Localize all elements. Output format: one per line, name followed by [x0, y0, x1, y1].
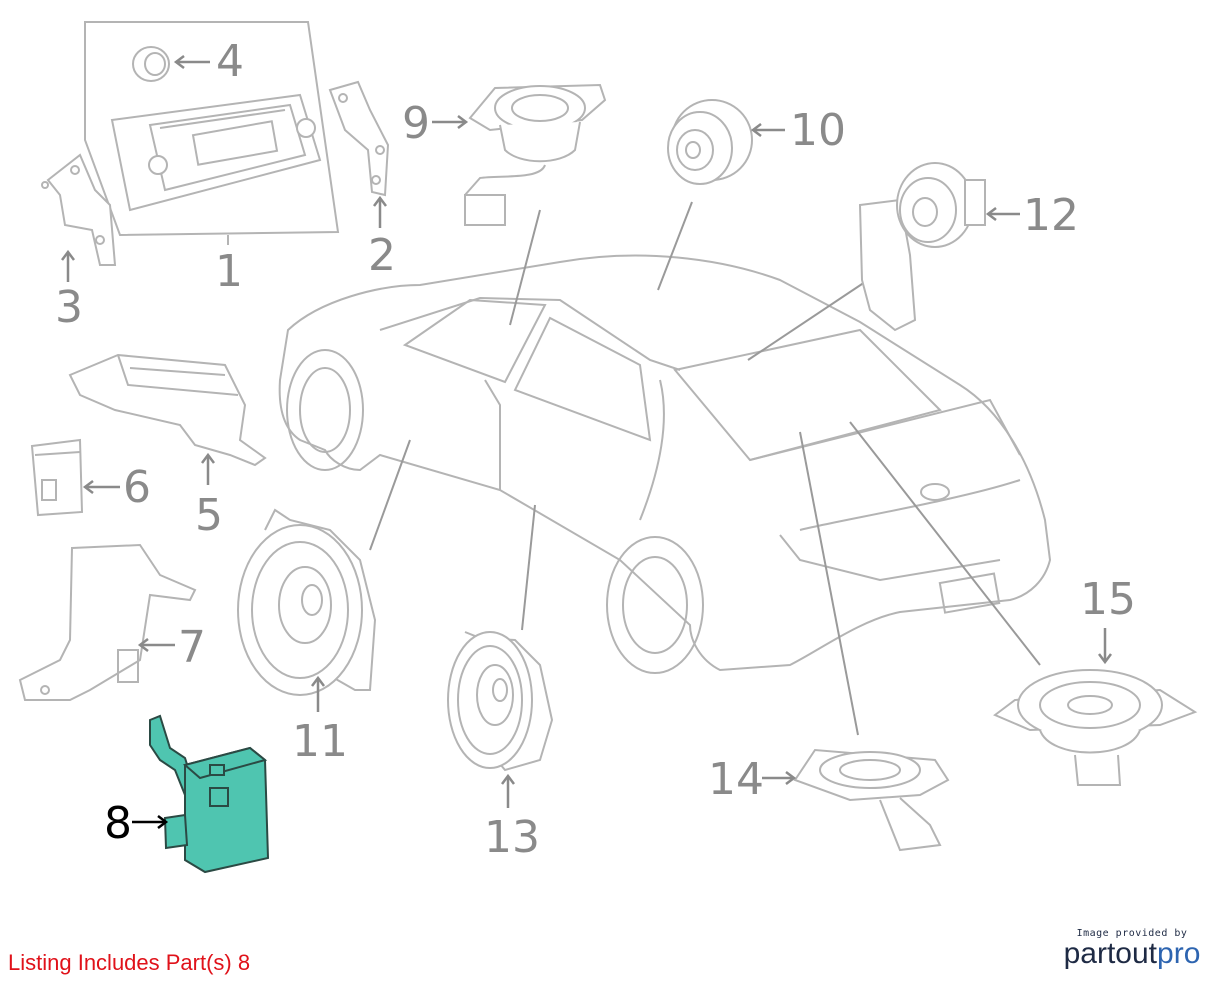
- callout-arrows: [61, 55, 1112, 829]
- part-12-tweeter: [858, 162, 986, 332]
- callout-1: 1: [215, 246, 243, 297]
- callout-3: 3: [55, 282, 83, 333]
- brand-main: partout: [1063, 937, 1158, 970]
- callout-8: 8: [104, 798, 132, 849]
- callout-10: 10: [790, 105, 846, 156]
- callout-numbers: 1 2 3 4 5 6 7 8 9 10 11 12 13 14 15: [55, 36, 1136, 863]
- part-4-knob: [132, 46, 170, 82]
- part-5-amplifier: [68, 353, 267, 467]
- part-14-speaker: [793, 748, 950, 852]
- part-8-module-highlighted: [149, 714, 270, 874]
- callout-4: 4: [216, 36, 244, 87]
- image-credit: Image provided by partoutpro: [1052, 928, 1212, 971]
- credit-caption: Image provided by: [1076, 928, 1188, 939]
- part-1-head-unit: [84, 21, 340, 245]
- callout-13: 13: [484, 812, 540, 863]
- part-11-speaker: [237, 508, 377, 696]
- partoutpro-logo: partoutpro: [1052, 937, 1212, 971]
- part-7-module: [18, 543, 197, 701]
- callout-11: 11: [292, 716, 348, 767]
- callout-7: 7: [178, 622, 206, 673]
- car-body: [278, 254, 1052, 674]
- callout-9: 9: [402, 98, 430, 149]
- callout-6: 6: [123, 462, 151, 513]
- part-15-speaker: [993, 669, 1198, 786]
- callout-12: 12: [1023, 190, 1079, 241]
- part-10-tweeter: [667, 99, 753, 185]
- listing-includes-text: Listing Includes Part(s) 8: [8, 950, 251, 975]
- callout-5: 5: [195, 490, 223, 541]
- part-9-speaker: [464, 83, 607, 226]
- part-3-bracket: [41, 153, 117, 266]
- part-6-switch: [30, 438, 84, 517]
- callout-14: 14: [708, 754, 764, 805]
- part-13-speaker: [447, 631, 554, 772]
- part-2-bracket: [328, 80, 390, 197]
- callout-2: 2: [368, 230, 396, 281]
- callout-15: 15: [1080, 574, 1136, 625]
- leader-lines: [369, 201, 1041, 736]
- brand-accent: pro: [1157, 937, 1201, 970]
